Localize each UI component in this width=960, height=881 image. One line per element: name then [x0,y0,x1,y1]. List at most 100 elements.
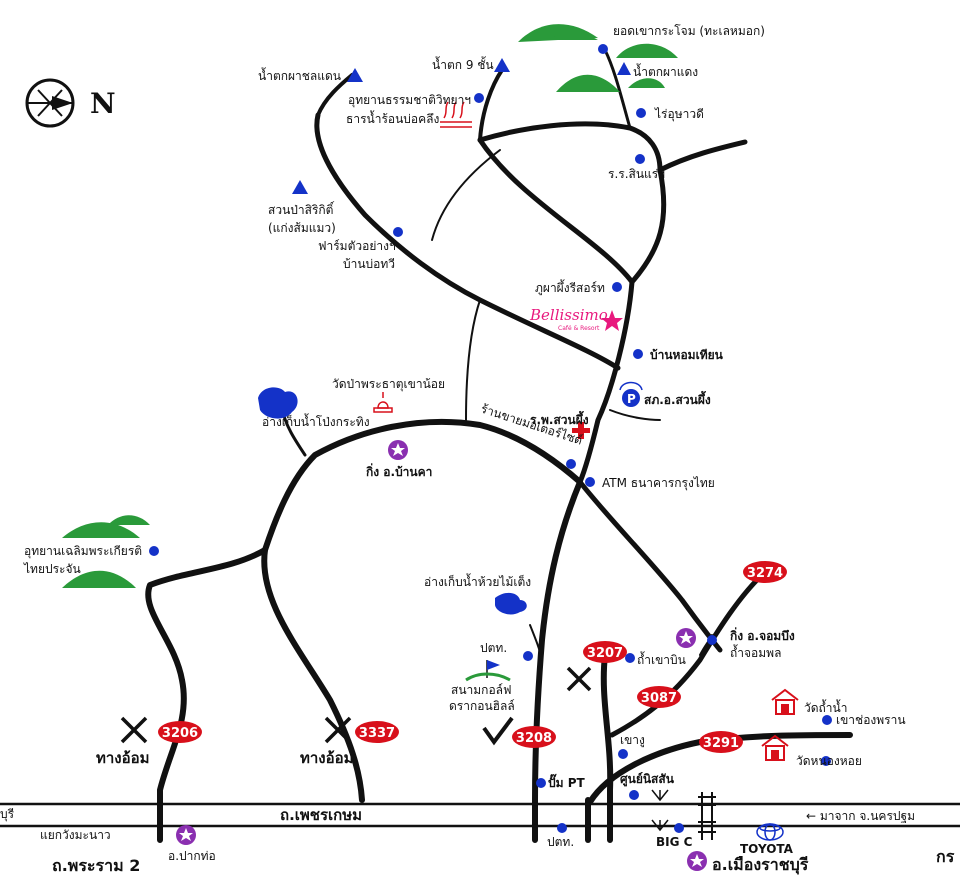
waterfall-icon [347,68,363,82]
mountain-icon [616,43,678,58]
water-bodies [258,387,527,615]
road-thin-vertical [465,299,481,421]
label-golf-1: สนามกอล์ฟ [451,683,512,697]
svg-text:3337: 3337 [359,726,395,741]
road-3206 [145,547,268,843]
poi-dot [636,108,646,118]
label-district-paktho: อ.ปากท่อ [168,849,216,863]
road-nw-branch [477,137,635,285]
route-badge-3291: 3291 [699,731,743,753]
label-bigc: BIG C [656,835,693,849]
district-star-icon [687,851,707,871]
label-phupha-resort: ภูผาผึ้งรีสอร์ท [535,279,605,296]
poi-dot [393,227,403,237]
label-model-farm-1: ฟาร์มตัวอย่างฯ [318,239,396,253]
label-royal-park-2: ไทยประจัน [23,562,81,576]
svg-text:3206: 3206 [162,726,198,741]
label-road-rama2: ถ.พระราม 2 [52,856,140,875]
road-east-branch [609,409,661,421]
road-to-chondaen [316,73,354,117]
poi-dot [822,715,832,725]
route-badge-3337: 3337 [355,721,399,743]
label-farm-chaowadee: ไร่อุษาวดี [654,107,704,122]
district-star-icon [176,825,196,845]
label-atm: ATM ธนาคารกรุงไทย [602,476,715,491]
label-ban-hom-thian: บ้านหอมเทียน [650,348,724,362]
x-mark-icon [324,716,352,744]
district-star-icon [676,628,696,648]
road-thin-center [431,149,501,241]
poi-dot [566,459,576,469]
label-hospital: ร.พ.สวนผึ้ง [530,410,589,427]
waterfall-icon [494,58,510,72]
road-upper-east-arm [657,139,748,173]
label-cave-khaobin: ถ้ำเขาบิน [637,651,686,667]
label-sirikit-park-1: สวนป่าสิริกิติ์ [268,201,335,217]
poi-dot [585,477,595,487]
label-model-farm-2: บ้านบ่อทวี [343,257,395,271]
x-mark-icon [566,666,592,692]
label-district-chombueng: กิ่ง อ.จอมบึง [730,627,795,643]
road-upper-loop [477,121,663,173]
label-khao-ngu: เขางู [620,733,645,748]
label-service-center: ศูนย์นิสสัน [620,772,675,787]
label-royal-park-1: อุทยานเฉลิมพระเกียรติ [24,544,142,559]
brand-name: Bellissimo [529,306,608,324]
label-sirikit-park-2: (แก่งส้มแมว) [268,221,336,235]
temple-icon-thamnam [771,688,799,715]
bridge-symbol-1 [651,789,669,832]
svg-text:P: P [627,392,636,406]
label-ptt-1: ปตท. [480,641,507,655]
svg-text:3207: 3207 [587,646,623,661]
mountain-icon [108,515,150,525]
label-intersection-wang: แยกวังมะนาว [40,828,111,842]
label-khao-chongphran: เขาช่องพราน [836,713,906,727]
route-badge-3274: 3274 [743,561,787,583]
route-badge-3206: 3206 [158,721,202,743]
road-3208 [532,479,583,843]
label-edge-right: กร [936,847,955,866]
compass-rose: N [25,78,116,128]
reservoir-pong-shape [258,387,298,419]
label-edge-left: บุรี [0,807,15,822]
svg-text:3274: 3274 [747,566,783,581]
poi-dot [635,154,645,164]
golf-flag-icon [465,660,511,682]
label-reservoir-huai: อ่างเก็บน้ำห้วยไม้เต็ง [424,573,531,589]
road-3337 [261,547,365,803]
poi-dots [149,44,832,833]
road-to-peak [603,48,632,130]
label-from-nakhonpathom: ← มาจาก จ.นครปฐม [806,809,915,823]
mountain-icon [62,570,136,588]
waterfall-icon [617,62,631,75]
label-police: สภ.อ.สวนผึ้ง [644,390,711,407]
poi-dot [707,635,717,645]
road-3087-main [577,167,667,485]
label-geology-park: อุทยานธรรมชาติวิทยาฯ [348,93,471,108]
label-district-mueang: อ.เมืองราชบุรี [712,855,809,875]
label-gas-pt: ปั๊ม PT [548,773,586,790]
road-to-waterfall-9 [478,68,504,142]
label-road-phetkasem: ถ.เพชรเกษม [280,806,362,824]
poi-dot [625,653,635,663]
label-district-bankha: กิ่ง อ.บ้านคา [366,463,432,479]
brand-tagline: Café & Resort [558,325,600,332]
mountain-icon [556,74,620,92]
label-ptt-2: ปตท. [547,835,574,849]
label-wat-thamnam: วัดถ้ำน้ำ [804,699,847,715]
poi-dot [674,823,684,833]
poi-dot [598,44,608,54]
stupa-icon [373,392,393,413]
poi-dot [474,93,484,103]
temple-icons [761,688,799,761]
place-labels: ยอดเขากระโจม (ทะเลหมอก) น้ำตก 9 ชั้น น้ำ… [0,24,955,875]
svg-text:3291: 3291 [703,736,739,751]
checkmark-icon [482,716,514,746]
toyota-logo-icon [756,823,784,841]
label-cave-chompon: ถ้ำจอมพล [730,644,781,660]
poi-dot [618,749,628,759]
label-reservoir-pong: อ่างเก็บน้ำโป่งกระทิง [262,413,370,429]
poi-dot [629,790,639,800]
road-to-bankha [262,418,583,553]
